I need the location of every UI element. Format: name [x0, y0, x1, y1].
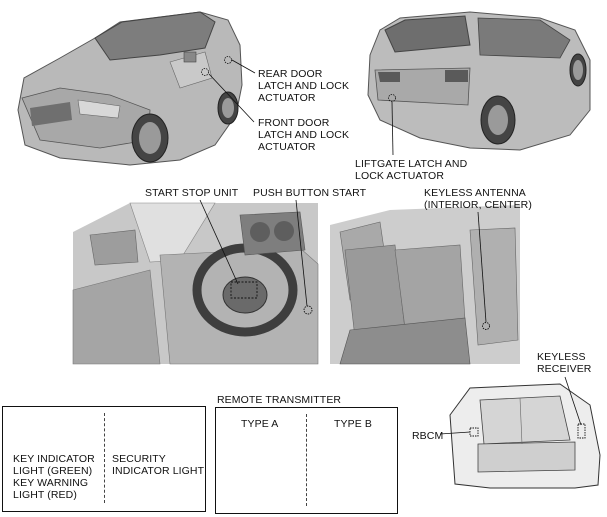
indicator-lights-box	[2, 406, 206, 512]
start-stop-unit-label: START STOP UNIT	[145, 187, 239, 199]
security-indicator-label: SECURITY INDICATOR LIGHT	[112, 453, 205, 477]
remote-transmitter-box	[215, 407, 398, 514]
liftgate-actuator-label: LIFTGATE LATCH AND LOCK ACTUATOR	[355, 158, 468, 182]
dashboard-illustration	[72, 199, 319, 365]
indicator-divider	[104, 413, 105, 503]
push-button-start-label: PUSH BUTTON START	[253, 187, 367, 199]
interior-illustration	[330, 205, 520, 365]
rear-car-illustration	[367, 11, 591, 156]
type-a-label: TYPE A	[241, 418, 279, 430]
remote-transmitter-title: REMOTE TRANSMITTER	[217, 394, 342, 406]
keyless-antenna-label: KEYLESS ANTENNA (INTERIOR, CENTER)	[424, 187, 532, 211]
front-car-illustration	[17, 11, 256, 166]
key-indicator-label: KEY INDICATOR LIGHT (GREEN) KEY WARNING …	[13, 453, 95, 501]
rear-cargo-illustration	[439, 376, 601, 489]
remote-divider	[306, 414, 307, 506]
front-door-actuator-label: FRONT DOOR LATCH AND LOCK ACTUATOR	[258, 117, 350, 153]
keyless-receiver-label: KEYLESS RECEIVER	[537, 351, 592, 375]
type-b-label: TYPE B	[334, 418, 372, 430]
rbcm-label: RBCM	[412, 430, 444, 442]
rear-door-actuator-label: REAR DOOR LATCH AND LOCK ACTUATOR	[258, 68, 350, 104]
